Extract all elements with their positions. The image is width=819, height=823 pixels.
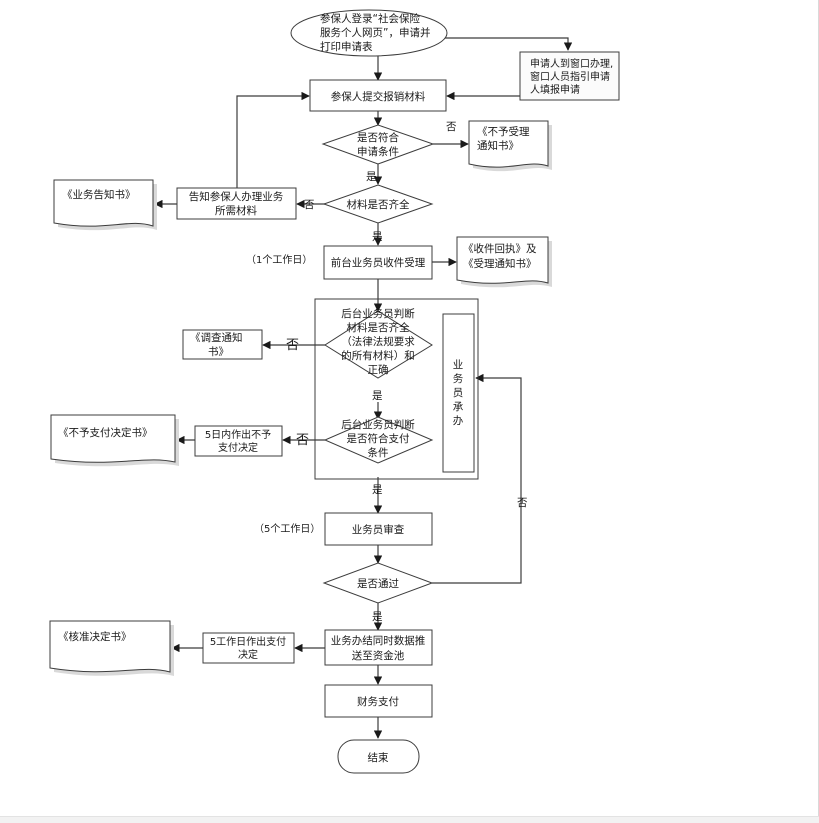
decide-pay-box: 5工作日作出支付 决定	[202, 632, 295, 664]
document-business-notice: 《业务告知书》	[53, 179, 157, 231]
decide-no-pay-line-1: 5日内作出不予	[205, 428, 271, 441]
decision-backend-materials-line-3: （法律法规要求	[341, 335, 415, 348]
decision-backend-payment-line-1: 后台业务员判断	[341, 418, 415, 431]
submit-box: 参保人提交报销材料	[309, 79, 447, 112]
decision-apply-condition-line-1: 是否符合	[357, 131, 399, 144]
clerk-undertake-char-1: 业	[453, 359, 464, 371]
window-apply-line-1: 申请人到窗口办理,	[530, 57, 613, 70]
decide-pay-line-2: 决定	[238, 648, 258, 661]
clerk-undertake-char-3: 员	[453, 387, 464, 399]
label-pass-no: 否	[517, 497, 528, 509]
decision-backend-payment: 后台业务员判断 是否符合支付 条件	[323, 416, 434, 464]
clerk-undertake-char-2: 务	[453, 372, 464, 385]
decision-materials-complete-label: 材料是否齐全	[347, 198, 410, 211]
label-time-review: （5个工作日）	[254, 523, 320, 535]
document-approval-decision: 《核准决定书》	[49, 620, 174, 676]
front-receive-label: 前台业务员收件受理	[331, 256, 426, 269]
label-payment-no: 否	[296, 433, 309, 448]
arrow-notify-back	[236, 91, 310, 188]
clerk-review-label: 业务员审查	[352, 523, 405, 536]
decision-backend-materials-line-5: 正确	[368, 363, 389, 376]
label-pass-yes: 是	[372, 611, 383, 623]
document-business-notice-label: 《业务告知书》	[62, 188, 136, 201]
label-complete-yes: 是	[372, 231, 383, 243]
label-materials-yes: 是	[372, 390, 383, 402]
finance-pay-label: 财务支付	[357, 695, 399, 708]
document-reject-notice: 《不予受理 通知书》	[468, 120, 552, 172]
decision-backend-materials-line-4: 的所有材料）和	[341, 349, 415, 362]
decision-apply-condition: 是否符合 申请条件	[321, 124, 435, 165]
push-fund-line-2: 送至资金池	[352, 649, 405, 662]
start-line-1: 参保人登录“社会保险	[320, 12, 420, 25]
label-payment-yes: 是	[372, 484, 383, 496]
decision-backend-payment-line-3: 条件	[368, 446, 389, 459]
document-no-pay-decision: 《不予支付决定书》	[50, 414, 179, 467]
submit-label: 参保人提交报销材料	[331, 90, 426, 103]
notify-required-line-2: 所需材料	[215, 204, 257, 217]
label-materials-no: 否	[286, 338, 299, 353]
decision-backend-materials-line-2: 材料是否齐全	[347, 321, 410, 334]
document-reject-line-1: 《不予受理	[477, 126, 530, 138]
start-line-3: 打印申请表	[320, 40, 373, 53]
document-investigation-notice: 《调查通知 书》	[182, 329, 263, 360]
start-line-2: 服务个人网页”，申请并	[320, 26, 430, 39]
front-receive-box: 前台业务员收件受理	[323, 245, 433, 280]
backend-process-container	[314, 298, 479, 480]
window-apply-line-2: 窗口人员指引申请	[530, 70, 610, 83]
notify-required-box: 告知参保人办理业务 所需材料	[176, 187, 297, 220]
document-no-pay-label: 《不予支付决定书》	[58, 426, 153, 439]
push-fund-line-1: 业务办结同时数据推	[331, 634, 426, 647]
decide-no-pay-box: 5日内作出不予 支付决定	[194, 425, 283, 457]
decision-backend-payment-line-2: 是否符合支付	[347, 432, 410, 445]
clerk-review-box: 业务员审查	[324, 512, 433, 546]
end-node: 结束	[337, 739, 420, 774]
decision-pass-label: 是否通过	[357, 577, 399, 590]
document-investigation-line-1: 《调查通知	[190, 331, 243, 344]
decide-no-pay-line-2: 支付决定	[218, 441, 258, 454]
clerk-undertake-char-4: 承	[453, 401, 464, 413]
notify-required-line-1: 告知参保人办理业务	[189, 190, 284, 203]
decision-apply-condition-line-2: 申请条件	[357, 145, 399, 158]
push-fund-box: 业务办结同时数据推 送至资金池	[324, 629, 433, 666]
page-edge-bottom	[0, 816, 819, 823]
document-receipt-line-1: 《收件回执》及	[463, 242, 537, 255]
document-approval-label: 《核准决定书》	[58, 630, 132, 643]
decide-pay-line-1: 5工作日作出支付	[210, 635, 286, 648]
label-cond-yes: 是	[366, 171, 377, 183]
finance-pay-box: 财务支付	[324, 684, 433, 718]
clerk-undertake-box: 业 务 员 承 办	[442, 313, 475, 473]
window-apply-line-3: 人填报申请	[530, 83, 580, 96]
document-investigation-line-2: 书》	[208, 346, 229, 358]
window-apply-box: 申请人到窗口办理, 窗口人员指引申请 人填报申请	[519, 51, 620, 101]
decision-materials-complete: 材料是否齐全	[322, 184, 434, 224]
decision-backend-materials: 后台业务员判断 材料是否齐全 （法律法规要求 的所有材料）和 正确	[324, 307, 433, 379]
start-node: 参保人登录“社会保险 服务个人网页”，申请并 打印申请表	[290, 9, 448, 57]
label-time-front: （1个工作日）	[246, 254, 312, 266]
arrow-pass-no	[432, 373, 522, 584]
end-label: 结束	[368, 751, 389, 764]
document-receipt: 《收件回执》及 《受理通知书》	[456, 236, 552, 288]
clerk-undertake-char-5: 办	[453, 414, 464, 427]
label-complete-no: 否	[304, 199, 315, 211]
document-receipt-line-2: 《受理通知书》	[463, 257, 537, 270]
decision-pass: 是否通过	[322, 562, 434, 604]
label-cond-no: 否	[446, 121, 457, 133]
document-reject-line-2: 通知书》	[477, 139, 519, 152]
decision-backend-materials-line-1: 后台业务员判断	[341, 307, 415, 320]
